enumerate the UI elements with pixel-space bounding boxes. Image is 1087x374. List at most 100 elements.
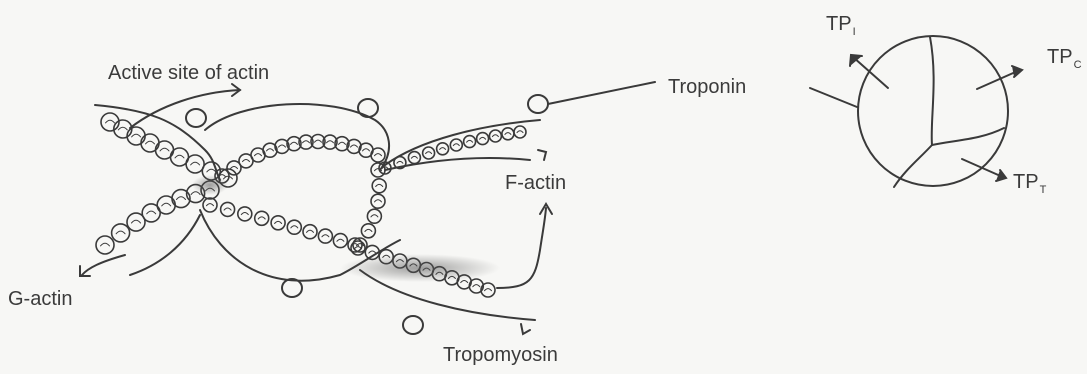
g-actin-bead — [450, 139, 462, 151]
g-actin-bead-shading — [315, 140, 322, 142]
g-actin-bead — [361, 224, 375, 238]
g-actin-bead-shading — [485, 289, 492, 291]
g-actin-bead-shading — [267, 149, 274, 151]
g-actin-bead-shading — [411, 156, 417, 158]
g-actin-bead-shading — [327, 141, 334, 143]
g-actin-arrow — [82, 255, 125, 275]
g-actin-bead — [333, 234, 347, 248]
smudge-mark — [340, 254, 500, 282]
strand-end-hook — [538, 150, 546, 160]
g-actin-bead-shading — [376, 184, 383, 186]
g-actin-bead — [203, 198, 217, 212]
tp-c-label-base: TP — [1047, 46, 1073, 68]
g-actin-bead — [423, 147, 435, 159]
g-actin-bead — [372, 179, 386, 193]
g-actin-bead — [367, 209, 381, 223]
g-actin-bead — [221, 202, 235, 216]
tp-t-label-base: TP — [1013, 171, 1039, 193]
troponin-label: Troponin — [668, 76, 746, 99]
g-actin-bead-shading — [132, 134, 141, 137]
g-actin-bead — [238, 207, 252, 221]
g-actin-bead — [303, 225, 317, 239]
troponin-blob — [403, 316, 423, 334]
g-actin-bead-shading — [116, 231, 125, 234]
g-actin-bead — [271, 216, 285, 230]
troponin-blob — [282, 279, 302, 297]
g-actin-bead — [255, 211, 269, 225]
tp-t-label: TPT — [1013, 171, 1046, 196]
subunit-divider — [930, 37, 934, 145]
g-actin-bead-shading — [375, 200, 382, 202]
g-actin-bead-shading — [255, 154, 262, 156]
g-actin-bead-shading — [322, 235, 329, 237]
g-actin-bead-shading — [231, 167, 238, 169]
troponin-complex-stem — [810, 88, 857, 107]
g-actin-bead — [371, 194, 385, 208]
g-actin-bead-shading — [162, 203, 171, 206]
tp-i-label: TPI — [826, 13, 856, 38]
g-actin-bead — [481, 283, 495, 297]
g-actin-bead-shading — [243, 160, 250, 162]
troponin-blob — [358, 99, 378, 117]
smudge-mark — [192, 175, 228, 195]
g-actin-bead-shading — [101, 243, 110, 246]
g-actin-bead-shading — [224, 208, 231, 210]
g-actin-bead — [186, 155, 204, 173]
g-actin-bead-shading — [147, 211, 156, 214]
g-actin-label: G-actin — [8, 288, 72, 311]
g-actin-bead-shading — [146, 141, 155, 144]
g-actin-bead-shading — [371, 215, 378, 217]
g-actin-bead — [318, 229, 332, 243]
g-actin-bead-shading — [375, 154, 382, 156]
g-actin-bead-shading — [106, 120, 115, 123]
troponin-blob — [528, 95, 548, 113]
g-actin-bead — [96, 236, 114, 254]
g-actin-bead — [127, 127, 145, 145]
subunit-divider — [894, 145, 932, 187]
tp-c-label-sub: C — [1074, 59, 1082, 71]
tp-i-arrow — [853, 57, 888, 88]
g-actin-bead-shading — [461, 281, 468, 283]
g-actin-bead-shading — [118, 127, 127, 130]
g-actin-bead-shading — [160, 148, 169, 151]
tropomyosin-strand — [130, 215, 200, 275]
tp-i-label-sub: I — [853, 26, 856, 38]
g-actin-bead-shading — [397, 161, 403, 163]
f-actin-label: F-actin — [505, 172, 566, 195]
g-actin-bead-shading — [291, 226, 298, 228]
g-actin-bead-shading — [207, 169, 216, 172]
g-actin-bead-shading — [275, 221, 282, 223]
g-actin-bead-shading — [440, 148, 446, 150]
tp-t-label-sub: T — [1040, 184, 1047, 196]
troponin-complex — [810, 36, 1022, 187]
active-site-arrow — [130, 90, 240, 128]
tropomyosin-strand — [385, 158, 530, 170]
g-actin-bead-shading — [505, 133, 511, 135]
g-actin-bead — [489, 130, 501, 142]
g-actin-bead-shading — [303, 141, 310, 143]
g-actin-bead-shading — [337, 239, 344, 241]
g-actin-bead-shading — [177, 197, 186, 200]
g-actin-bead — [408, 152, 420, 164]
tropomyosin-strand — [95, 105, 220, 180]
tp-i-label-base: TP — [826, 13, 852, 35]
g-actin-bead-shading — [351, 145, 358, 147]
g-actin-bead — [464, 136, 476, 148]
g-actin-bead-shading — [517, 131, 523, 133]
g-actin-bead-shading — [207, 204, 214, 206]
g-actin-bead — [437, 143, 449, 155]
g-actin-bead-shading — [473, 285, 480, 287]
subunit-divider — [932, 128, 1004, 145]
tropomyosin-label: Tropomyosin — [443, 344, 558, 367]
g-actin-bead-shading — [369, 251, 376, 253]
tp-c-arrowhead — [1012, 66, 1022, 77]
g-actin-bead — [477, 133, 489, 145]
g-actin-bead — [502, 128, 514, 140]
g-actin-bead-shading — [453, 144, 459, 146]
g-actin-bead-shading — [258, 217, 265, 219]
g-actin-bead-shading — [480, 137, 486, 139]
g-actin-bead-shading — [365, 229, 372, 231]
strand-end-hook — [521, 324, 530, 334]
active-site-label: Active site of actin — [108, 62, 269, 85]
